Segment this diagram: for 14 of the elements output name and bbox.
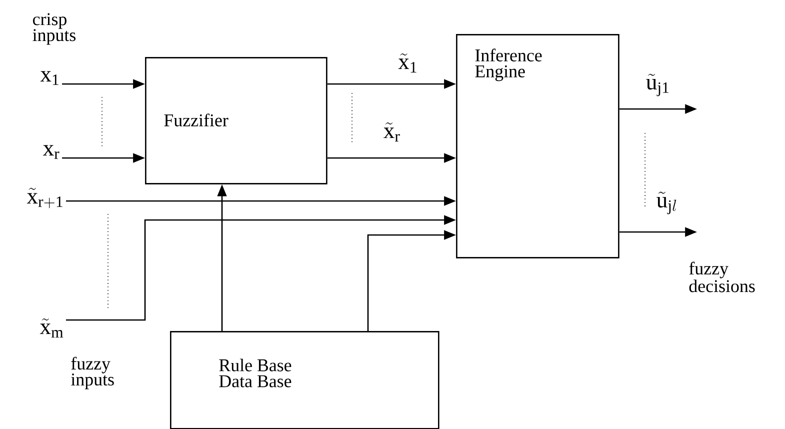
note-text: crisp inputs <box>32 13 76 45</box>
edge-label: $\tilde{\mathrm{x}}_{\mathrm{r}}$ <box>384 122 400 142</box>
note-text: fuzzy inputs <box>71 356 114 390</box>
edge-label: $\tilde{\mathrm{u}}_{\mathrm{j}l}$ <box>656 192 676 214</box>
input-label: $\mathrm{x}_{\mathrm{r}}$ <box>43 145 60 159</box>
input-label: $\tilde{\mathrm{x}}_{\mathrm{r+1}}$ <box>26 188 62 208</box>
process-box: Fuzzifier <box>145 57 328 184</box>
process-box: Rule Base Data Base <box>170 330 440 429</box>
input-label: $\mathrm{x}_{\mathrm{1}}$ <box>40 71 58 85</box>
edge-label: $\tilde{\mathrm{x}}_{\mathrm{1}}$ <box>398 54 416 72</box>
note-text: fuzzy decisions <box>689 262 755 292</box>
process-box: Inference Engine <box>456 34 620 258</box>
input-label: $\tilde{\mathrm{x}}_{\mathrm{m}}$ <box>40 318 64 338</box>
edge-label: $\tilde{\mathrm{u}}_{\mathrm{j1}}$ <box>646 74 669 96</box>
